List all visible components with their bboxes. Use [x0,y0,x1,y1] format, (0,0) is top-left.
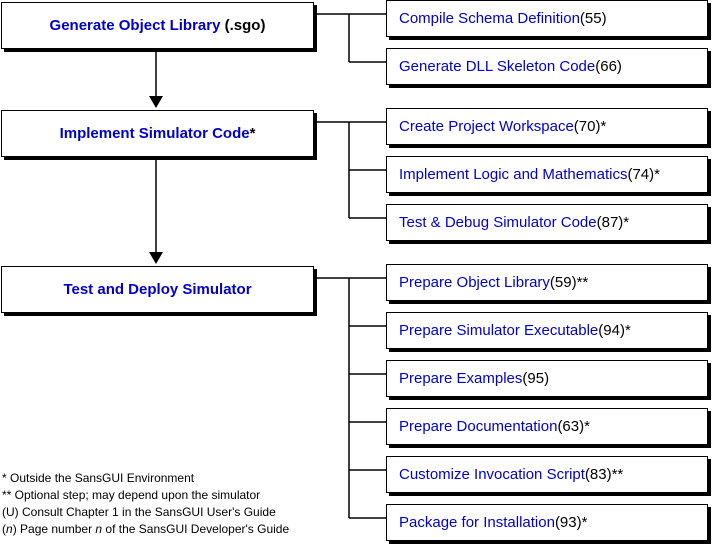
main-step-label: Generate Object Library [49,17,221,34]
substep-label: Implement Logic and Mathematics [399,166,628,183]
main-step-suffix: * [249,125,256,142]
substep-label: Test & Debug Simulator Code [399,214,597,231]
substep-prepare-documentation[interactable]: Prepare Documentation (63)* [386,408,708,445]
substep-page-ref: (93)* [554,514,588,531]
substep-page-ref: (95) [522,370,550,387]
substep-implement-logic[interactable]: Implement Logic and Mathematics (74)* [386,156,708,193]
substep-label: Customize Invocation Script [399,466,585,483]
substep-customize-script[interactable]: Customize Invocation Script (83)** [386,456,708,493]
main-step-deploy[interactable]: Test and Deploy Simulator [1,266,314,313]
legend-n-italic: n [6,522,13,536]
substep-label: Package for Installation [399,514,555,531]
substep-prepare-object-library[interactable]: Prepare Object Library (59)** [386,264,708,301]
legend-text: of the SansGUI Developer's Guide [102,522,290,536]
substep-page-ref: (87)* [596,214,630,231]
legend-developers-guide: (n) Page number n of the SansGUI Develop… [2,522,289,536]
substep-label: Compile Schema Definition [399,10,580,27]
substep-page-ref: (94)* [598,322,631,339]
substep-page-ref: (59)** [549,274,589,291]
main-step-implement[interactable]: Implement Simulator Code* [1,110,314,157]
substep-page-ref: (66) [595,58,622,75]
main-step-generate[interactable]: Generate Object Library (.sgo) [1,2,314,49]
substep-generate-dll[interactable]: Generate DLL Skeleton Code (66) [386,48,708,85]
substep-compile-schema[interactable]: Compile Schema Definition (55) [386,0,708,37]
substep-page-ref: (63)* [557,418,590,435]
legend-optional-step: ** Optional step; may depend upon the si… [2,488,261,502]
substep-prepare-executable[interactable]: Prepare Simulator Executable (94)* [386,312,708,349]
legend-outside-env: * Outside the SansGUI Environment [2,471,195,485]
substep-label: Create Project Workspace [399,118,574,135]
substep-package-installation[interactable]: Package for Installation (93)* [386,504,708,541]
substep-label: Prepare Object Library [399,274,550,291]
arrow-down-icon [149,252,163,264]
main-step-suffix: (.sgo) [220,17,266,34]
substep-label: Generate DLL Skeleton Code [399,58,596,75]
legend-text: ( [2,522,6,536]
substep-prepare-examples[interactable]: Prepare Examples (95) [386,360,708,397]
substep-label: Prepare Simulator Executable [399,322,599,339]
substep-page-ref: (74)* [627,166,660,183]
main-step-label: Implement Simulator Code [59,125,250,142]
substep-label: Prepare Examples [399,370,523,387]
substep-create-workspace[interactable]: Create Project Workspace (70)* [386,108,708,145]
substep-page-ref: (83)** [584,466,624,483]
legend-users-guide: (U) Consult Chapter 1 in the SansGUI Use… [2,505,276,519]
main-step-label: Test and Deploy Simulator [63,281,252,298]
substep-label: Prepare Documentation [399,418,558,435]
substep-test-debug[interactable]: Test & Debug Simulator Code (87)* [386,204,708,241]
arrow-down-icon [149,96,163,108]
legend-n-italic: n [95,522,103,536]
legend-text: ) Page number [12,522,96,536]
substep-page-ref: (70)* [573,118,607,135]
substep-page-ref: (55) [579,10,607,27]
